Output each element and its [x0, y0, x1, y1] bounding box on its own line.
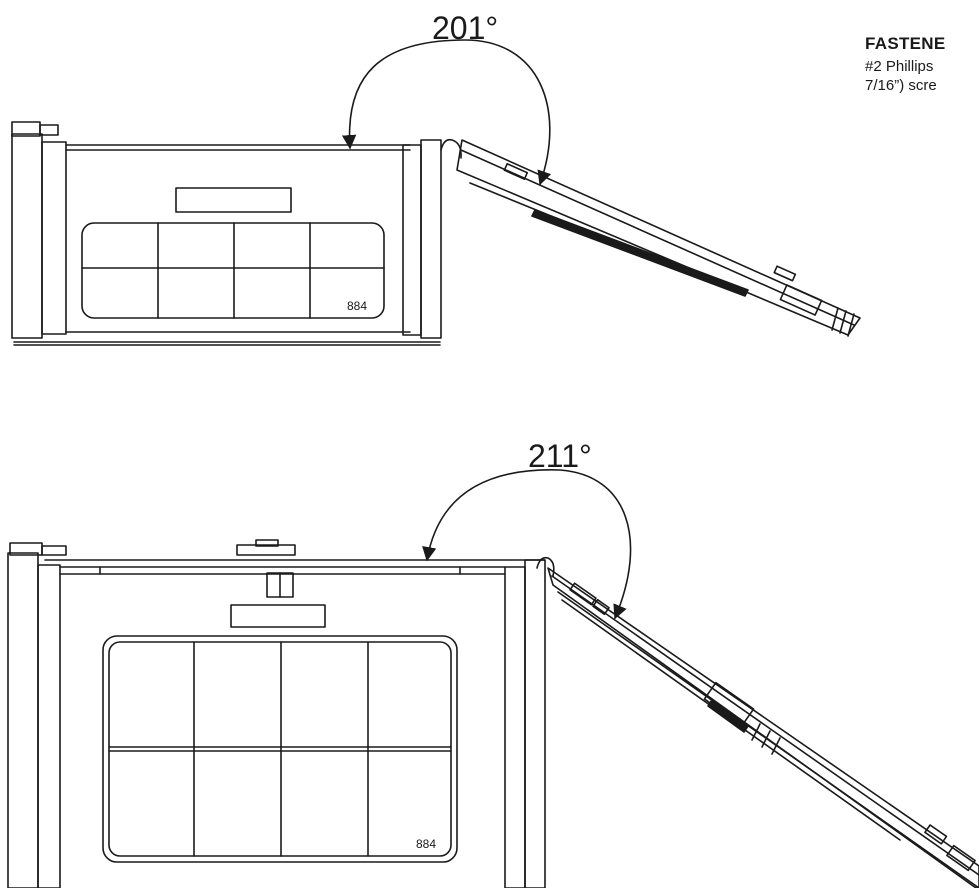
- handle-knob-right: [39, 124, 59, 136]
- angle-arrow-201: [341, 39, 552, 186]
- latch-top: [779, 284, 823, 316]
- view-201-degrees: 201° 884: [11, 10, 861, 346]
- grid-panel: [81, 222, 385, 319]
- lid-open-211: [547, 567, 979, 888]
- end-rail-right-inner: [402, 144, 422, 336]
- model-number-bottom: 884: [416, 837, 436, 851]
- angle-label-211: 211°: [528, 438, 592, 474]
- angle-arrow-211: [422, 469, 632, 620]
- end-rail-right-outer-2: [524, 559, 546, 888]
- end-rail-left-inner: [41, 141, 67, 335]
- handle-knob-right-2: [41, 545, 67, 556]
- fasteners-note: FASTENE #2 Phillips 7/16”) scre: [865, 34, 979, 95]
- grid-panel-2: [102, 635, 458, 863]
- label-plate-2: [230, 604, 326, 628]
- center-handle: [236, 544, 296, 556]
- view-211-degrees: 211°: [7, 438, 979, 888]
- label-plate: [175, 187, 292, 213]
- fasteners-title: FASTENE: [865, 34, 946, 53]
- lid-open-201: [456, 139, 861, 337]
- end-rail-left-outer-2: [7, 552, 39, 888]
- fasteners-line-2: 7/16”) scre: [865, 77, 937, 94]
- end-rail-right-outer: [420, 139, 442, 339]
- fasteners-line-1: #2 Phillips: [865, 58, 934, 75]
- end-rail-right-inner-2: [504, 566, 526, 888]
- lid-inner-strip: [531, 209, 749, 297]
- case-body-bottom: 884: [7, 539, 555, 888]
- case-body-top: 884: [11, 121, 462, 346]
- model-number-top: 884: [347, 299, 367, 313]
- end-rail-left-outer: [11, 133, 43, 339]
- end-rail-left-inner-2: [37, 564, 61, 888]
- hinge-knuckle-top: [440, 138, 462, 159]
- hinge-knuckle-bottom: [536, 556, 555, 577]
